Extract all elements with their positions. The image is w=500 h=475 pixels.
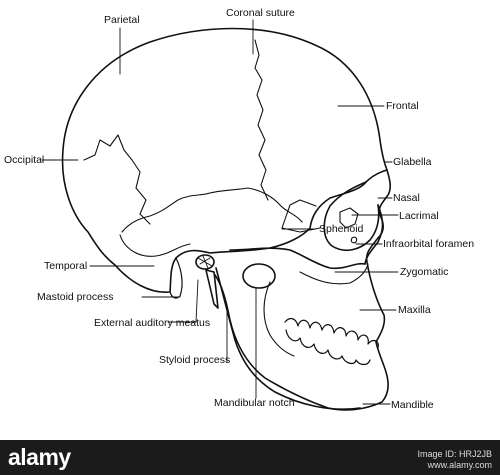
label-frontal: Frontal (386, 100, 419, 112)
image-reference: Image ID: HRJ2JB www.alamy.com (417, 449, 492, 471)
external-auditory-meatus (195, 254, 215, 270)
temporal-bone-outline (119, 234, 191, 257)
leader-meatus (167, 279, 199, 323)
label-sphenoid: Sphenoid (319, 223, 364, 235)
orbit-outline (323, 181, 380, 252)
label-parietal: Parietal (104, 14, 140, 26)
skull-diagram: Parietal Coronal suture Frontal Glabella… (4, 7, 475, 411)
label-external-auditory-meatus: External auditory meatus (94, 317, 211, 329)
label-coronal-suture: Coronal suture (226, 7, 295, 19)
label-lacrimal: Lacrimal (399, 210, 439, 222)
label-mastoid-process: Mastoid process (37, 291, 114, 303)
label-nasal: Nasal (393, 192, 420, 204)
zygomatic-bone (299, 263, 369, 285)
mastoid (169, 257, 183, 299)
face-profile (214, 169, 392, 411)
image-id: Image ID: HRJ2JB (417, 449, 492, 459)
orbit-inner (339, 207, 359, 229)
coronoid-process (263, 281, 295, 357)
skull-drawing (41, 19, 399, 411)
upper-teeth (284, 317, 379, 349)
infraorbital-foramen-mark (350, 236, 358, 244)
label-occipital: Occipital (4, 154, 45, 166)
label-mandible: Mandible (391, 399, 434, 411)
label-temporal: Temporal (44, 260, 88, 272)
cranium-outline (61, 27, 388, 293)
label-mandibular-notch: Mandibular notch (214, 397, 295, 409)
site-url: www.alamy.com (427, 460, 492, 470)
lambdoid-suture (83, 134, 151, 225)
alamy-logo: alamy (8, 444, 71, 470)
watermark-footer: alamy Image ID: HRJ2JB www.alamy.com (0, 440, 500, 475)
lower-teeth (285, 329, 371, 366)
label-glabella: Glabella (393, 156, 432, 168)
zygomatic-arch (229, 247, 366, 270)
nasal-bone (364, 204, 384, 265)
mandibular-condyle (242, 263, 276, 289)
styloid (205, 269, 219, 309)
label-maxilla: Maxilla (398, 304, 431, 316)
ear-shading (197, 255, 213, 269)
label-infraorbital-foramen: Infraorbital foramen (383, 238, 475, 250)
label-styloid-process: Styloid process (159, 354, 231, 366)
squamosal-suture (121, 187, 303, 233)
label-zygomatic: Zygomatic (400, 266, 449, 278)
mandible-outline (215, 267, 361, 410)
coronal-suture-line (254, 39, 269, 201)
